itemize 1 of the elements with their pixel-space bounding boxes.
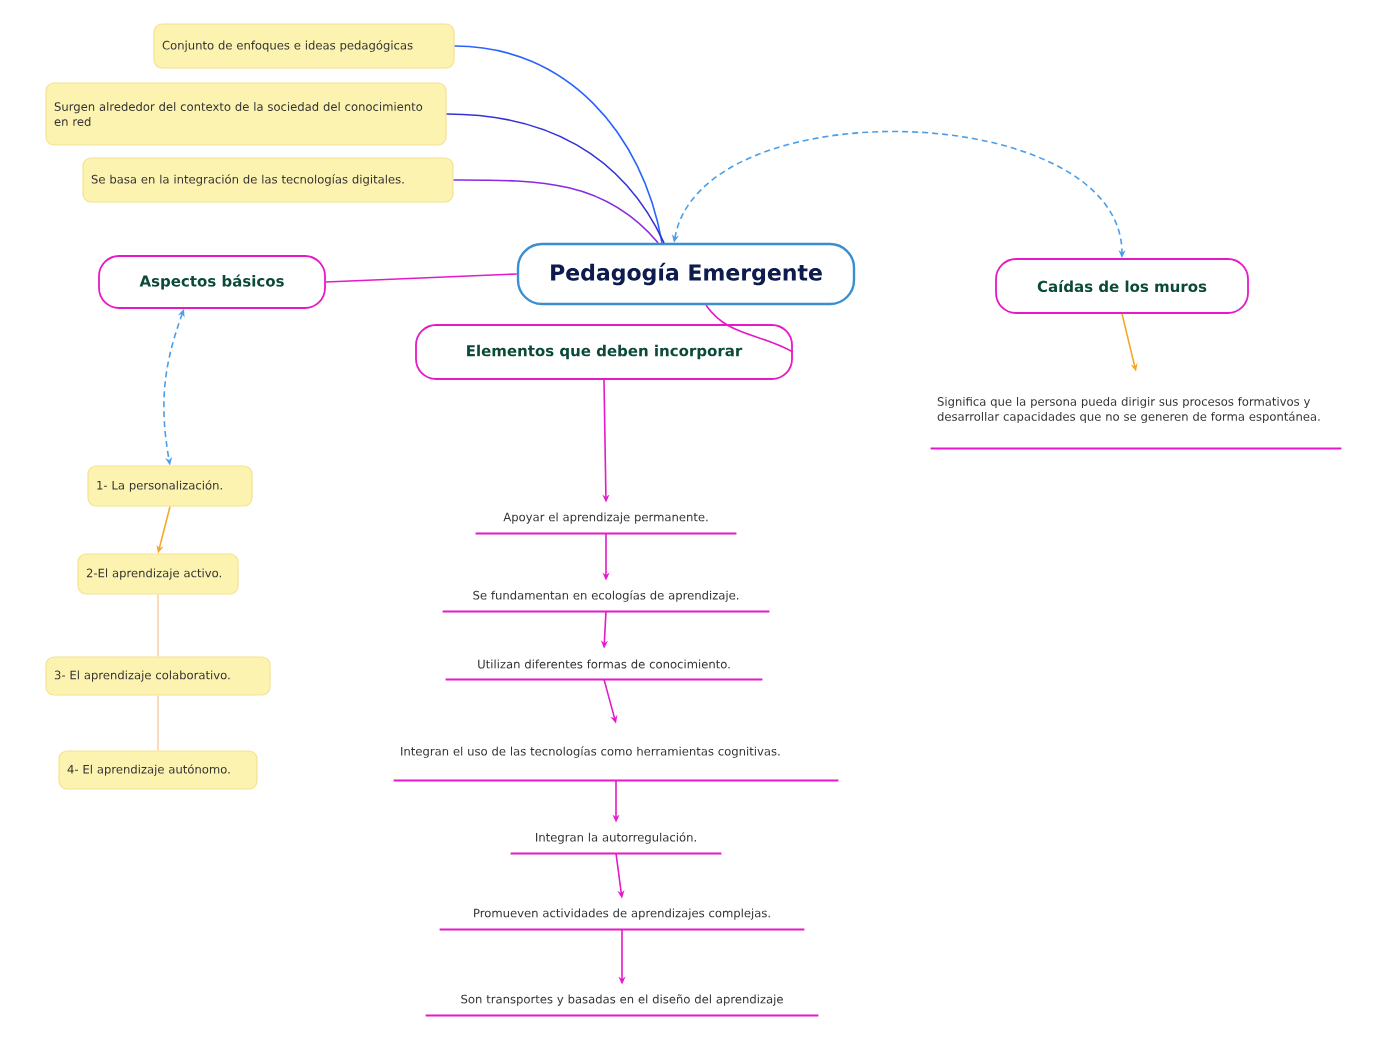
central-topic-box: Pedagogía Emergente <box>516 242 856 306</box>
